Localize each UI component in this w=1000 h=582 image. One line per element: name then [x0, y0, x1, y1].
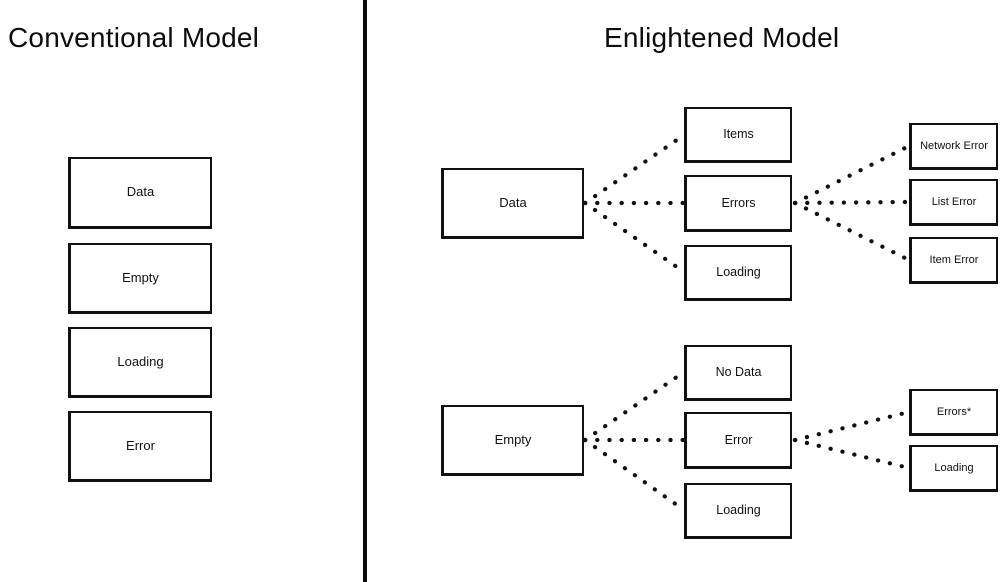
- enlightened-empty-child-error[interactable]: Error: [684, 412, 792, 469]
- enlightened-empty-child-no-data[interactable]: No Data: [684, 345, 792, 401]
- enlightened-empty-root[interactable]: Empty: [441, 405, 584, 476]
- link-errors-item-error: [792, 200, 912, 263]
- panel-title-conventional: Conventional Model: [8, 22, 260, 53]
- enlightened-error-child-errors-star[interactable]: Errors*: [909, 389, 998, 436]
- link-errors-list-error: [792, 199, 912, 206]
- link-data-loading: [582, 200, 687, 275]
- panel-divider: [363, 0, 367, 582]
- conventional-state-data[interactable]: Data: [68, 157, 212, 229]
- link-empty-loading: [582, 437, 687, 513]
- link-empty-no-data: [582, 369, 687, 443]
- enlightened-errors-child-list-error[interactable]: List Error: [909, 179, 998, 226]
- conventional-state-loading[interactable]: Loading: [68, 327, 212, 398]
- enlightened-errors-child-item-error[interactable]: Item Error: [909, 237, 998, 284]
- enlightened-data-child-errors[interactable]: Errors: [684, 175, 792, 232]
- conventional-state-error[interactable]: Error: [68, 411, 212, 482]
- link-error-loading: [792, 437, 912, 471]
- enlightened-error-child-loading[interactable]: Loading: [909, 445, 998, 492]
- enlightened-data-root[interactable]: Data: [441, 168, 584, 239]
- link-errors-network-error: [792, 143, 912, 206]
- link-data-items: [582, 132, 687, 206]
- enlightened-data-child-loading[interactable]: Loading: [684, 245, 792, 301]
- link-error-errors-star: [792, 409, 912, 443]
- enlightened-errors-child-network-error[interactable]: Network Error: [909, 123, 998, 170]
- panel-title-enlightened: Enlightened Model: [604, 22, 840, 53]
- enlightened-empty-child-loading[interactable]: Loading: [684, 483, 792, 539]
- enlightened-data-child-items[interactable]: Items: [684, 107, 792, 163]
- conventional-state-empty[interactable]: Empty: [68, 243, 212, 314]
